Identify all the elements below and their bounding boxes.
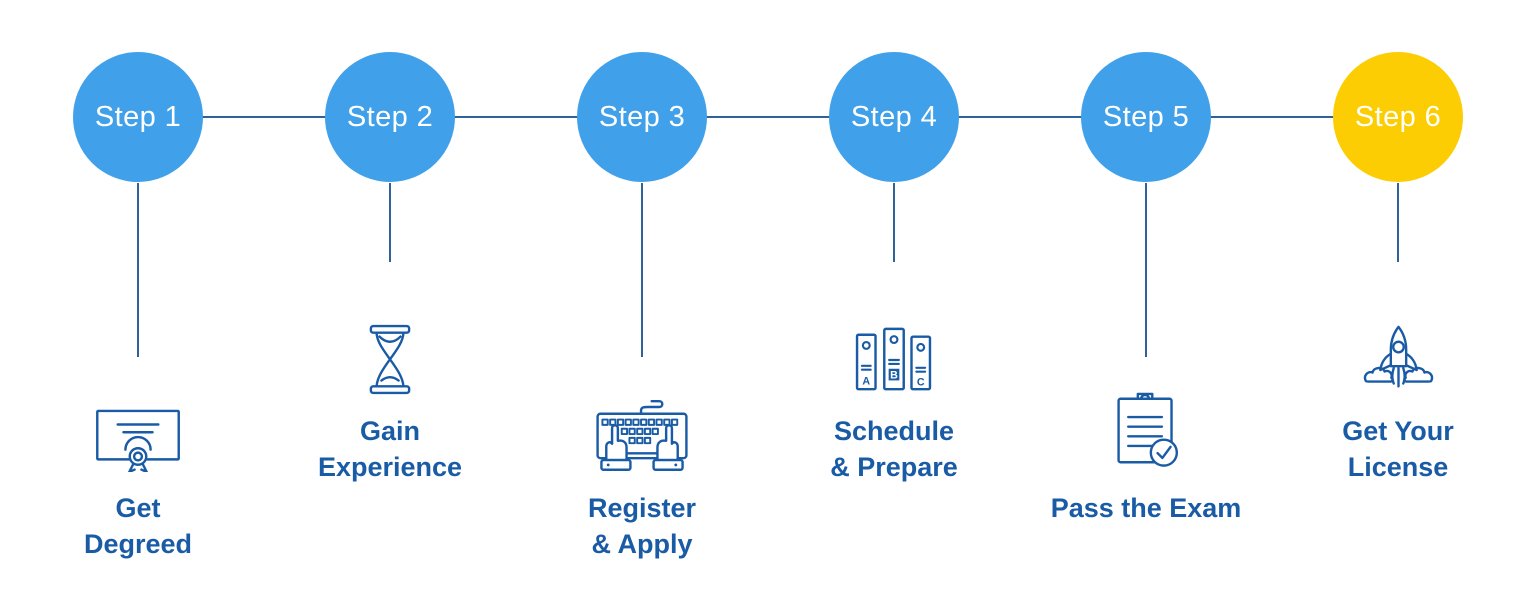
step-icon-box [1020, 388, 1272, 472]
hourglass-icon [368, 324, 412, 395]
certificate-icon [95, 408, 181, 472]
step-caption: Pass the Exam [1050, 493, 1242, 523]
step-column: Step 5 Pass the Exam [1020, 0, 1272, 615]
rocket-icon [1362, 324, 1435, 395]
step-icon-box [768, 311, 1020, 395]
connector-horizontal [138, 116, 1397, 118]
step-circle: Step 4 [829, 52, 959, 182]
step-circle: Step 3 [577, 52, 707, 182]
step-circle: Step 1 [73, 52, 203, 182]
step-icon-box [264, 311, 516, 395]
connector-vertical [389, 183, 391, 262]
exam-checklist-icon [1108, 389, 1185, 472]
keyboard-icon [586, 398, 698, 472]
step-circle: Step 6 [1333, 52, 1463, 182]
connector-vertical [893, 183, 895, 262]
step-label: Step 6 [1354, 100, 1442, 133]
binders-icon [854, 325, 934, 395]
connector-vertical [1397, 183, 1399, 262]
connector-vertical [1145, 183, 1147, 357]
step-icon-box [516, 388, 768, 472]
step-caption: Register& Apply [587, 493, 697, 559]
step-circle: Step 2 [325, 52, 455, 182]
step-circle: Step 5 [1081, 52, 1211, 182]
step-label: Step 5 [1102, 100, 1190, 133]
step-caption: Schedule& Prepare [830, 416, 958, 482]
step-label: Step 2 [346, 100, 434, 133]
step-icon-box [12, 388, 264, 472]
step-column: Step 3 Register& Apply [516, 0, 768, 615]
step-label: Step 4 [850, 100, 938, 133]
step-column: Step 4 Schedule& Prepare [768, 0, 1020, 615]
step-icon-box [1272, 311, 1524, 395]
step-label: Step 3 [598, 100, 686, 133]
connector-vertical [641, 183, 643, 357]
step-label: Step 1 [94, 100, 182, 133]
connector-vertical [137, 183, 139, 357]
